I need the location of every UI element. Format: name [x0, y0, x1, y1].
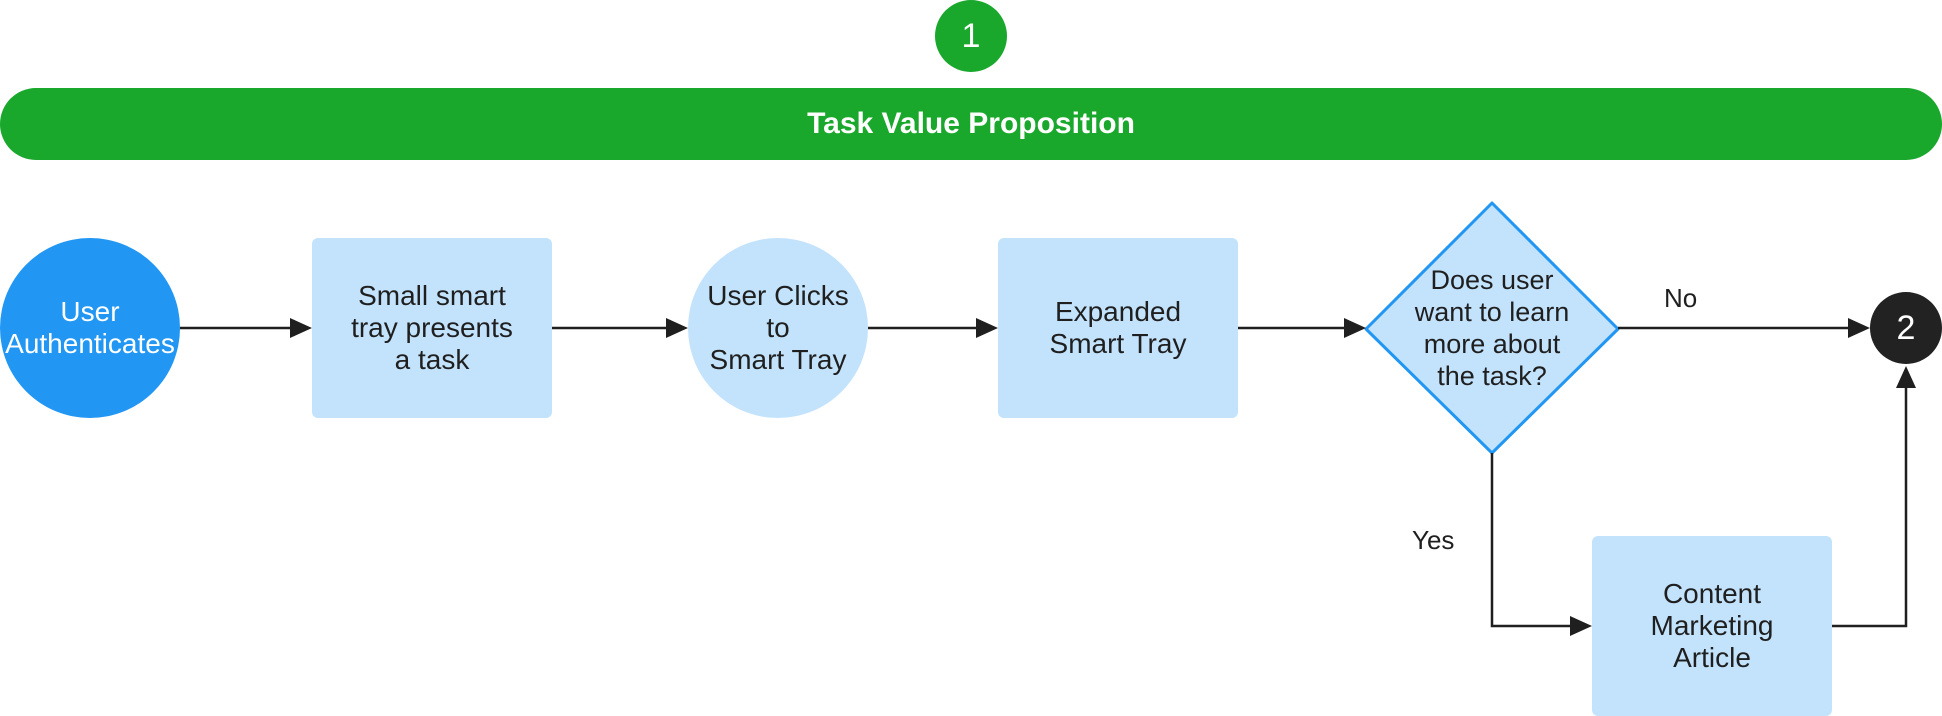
header-bar: Task Value Proposition — [0, 88, 1942, 160]
step-one-badge[interactable]: 1 — [935, 0, 1007, 72]
edge-label-yes: Yes — [1412, 525, 1455, 555]
node-user-authenticates[interactable]: User Authenticates — [0, 238, 180, 418]
node-small-tray[interactable]: Small smart tray presents a task — [312, 238, 552, 418]
header-title: Task Value Proposition — [807, 107, 1135, 140]
arrowhead-article-to-step-two — [1896, 366, 1916, 388]
arrowhead-expanded-to-decision — [1344, 318, 1366, 338]
node-expanded-tray-label: Expanded Smart Tray — [1049, 296, 1187, 359]
arrowhead-clicks-to-expanded — [976, 318, 998, 338]
arrowhead-decision-yes — [1570, 616, 1592, 636]
decision-label-box: Does user want to learn more about the t… — [1400, 228, 1584, 428]
node-expanded-tray[interactable]: Expanded Smart Tray — [998, 238, 1238, 418]
edge-label-no: No — [1664, 283, 1698, 313]
arrowhead-small-tray-to-clicks — [666, 318, 688, 338]
step-two-number: 2 — [1896, 309, 1916, 347]
node-small-tray-label: Small smart tray presents a task — [351, 280, 513, 375]
arrowhead-decision-no — [1848, 318, 1870, 338]
arrow-decision-yes — [1490, 453, 1572, 628]
node-content-article[interactable]: Content Marketing Article — [1592, 536, 1832, 716]
arrow-article-to-step-two — [1832, 386, 1908, 628]
node-user-authenticates-label: User Authenticates — [5, 296, 175, 359]
arrowhead-auth-to-small-tray — [290, 318, 312, 338]
node-content-article-label: Content Marketing Article — [1650, 578, 1774, 673]
step-two-badge[interactable]: 2 — [1870, 292, 1942, 364]
step-one-number: 1 — [961, 17, 981, 55]
node-user-clicks-label: User Clicks to Smart Tray — [707, 280, 849, 375]
decision-label: Does user want to learn more about the t… — [1414, 265, 1570, 391]
node-user-clicks[interactable]: User Clicks to Smart Tray — [688, 238, 868, 418]
